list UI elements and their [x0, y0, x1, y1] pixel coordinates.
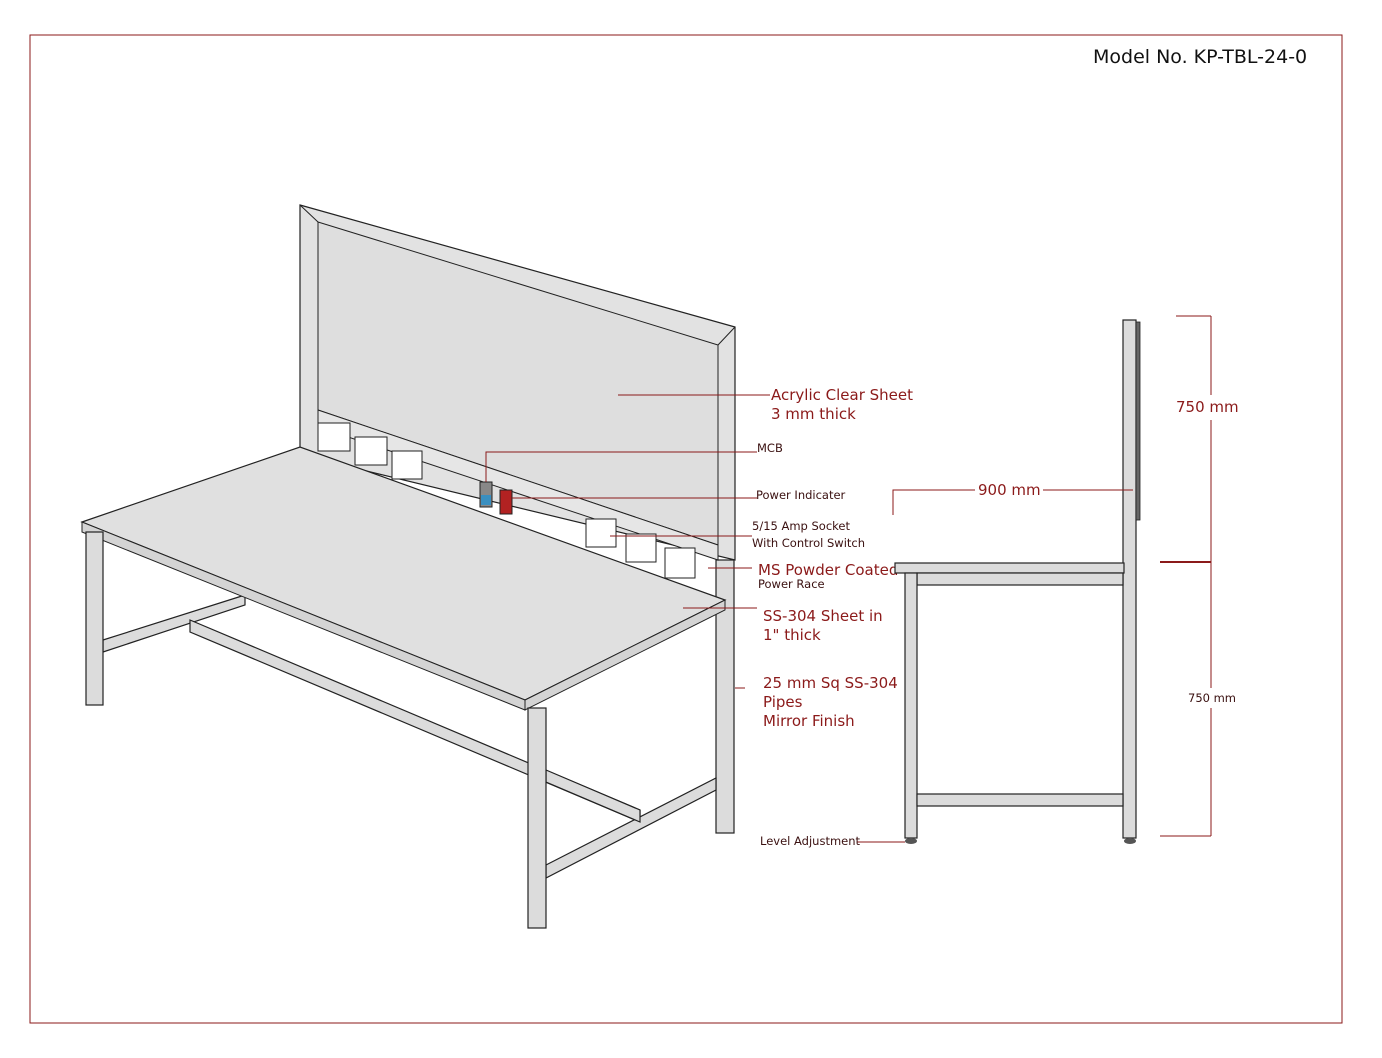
table-isometric	[80, 204, 736, 929]
dim-lower-height: 750 mm	[1188, 691, 1236, 705]
sockets	[317, 422, 696, 579]
label-power-indicator: Power Indicater	[756, 488, 846, 502]
dim-width: 900 mm	[978, 481, 1041, 499]
label-sheet: SS-304 Sheet in	[763, 607, 883, 625]
socket	[664, 547, 696, 579]
dim-upper-height: 750 mm	[1176, 398, 1239, 416]
label-power-race-2: Power Race	[758, 577, 825, 591]
power-indicator	[499, 489, 513, 515]
mcb-toggle	[481, 495, 491, 505]
label-socket: 5/15 Amp Socket	[752, 519, 850, 533]
side-bottom-rail	[916, 793, 1124, 807]
front-left-leg	[85, 531, 104, 706]
dimensions	[892, 315, 1212, 837]
front-rail	[545, 769, 641, 823]
side-acrylic	[1135, 321, 1141, 521]
level-foot	[1124, 838, 1136, 844]
label-sheet-thickness: 1" thick	[763, 626, 821, 644]
front-right-leg	[527, 707, 547, 929]
label-power-race: MS Powder Coated	[758, 561, 898, 579]
socket	[354, 436, 388, 466]
socket	[585, 518, 617, 548]
leaders	[485, 394, 905, 843]
back-right-leg	[715, 559, 735, 834]
model-number: Model No. KP-TBL-24-0	[1093, 46, 1307, 68]
label-acrylic: Acrylic Clear Sheet	[771, 386, 913, 404]
label-pipes: 25 mm Sq SS-304	[763, 674, 898, 692]
socket	[317, 422, 351, 452]
side-top-rail	[916, 572, 1124, 586]
side-back-post	[1122, 319, 1137, 839]
label-socket-switch: With Control Switch	[752, 536, 865, 550]
label-acrylic-thickness: 3 mm thick	[771, 405, 856, 423]
socket	[391, 450, 423, 480]
socket	[625, 533, 657, 563]
label-pipes-finish: Mirror Finish	[763, 712, 855, 730]
power-race	[317, 409, 719, 561]
side-front-leg	[904, 572, 918, 839]
label-level-adjustment: Level Adjustment	[760, 834, 861, 848]
label-pipes-2: Pipes	[763, 693, 803, 711]
table-side-view	[894, 319, 1141, 844]
level-foot	[905, 838, 917, 844]
side-tabletop	[894, 562, 1125, 574]
label-mcb: MCB	[757, 441, 783, 455]
sheet-border	[29, 34, 1343, 1024]
